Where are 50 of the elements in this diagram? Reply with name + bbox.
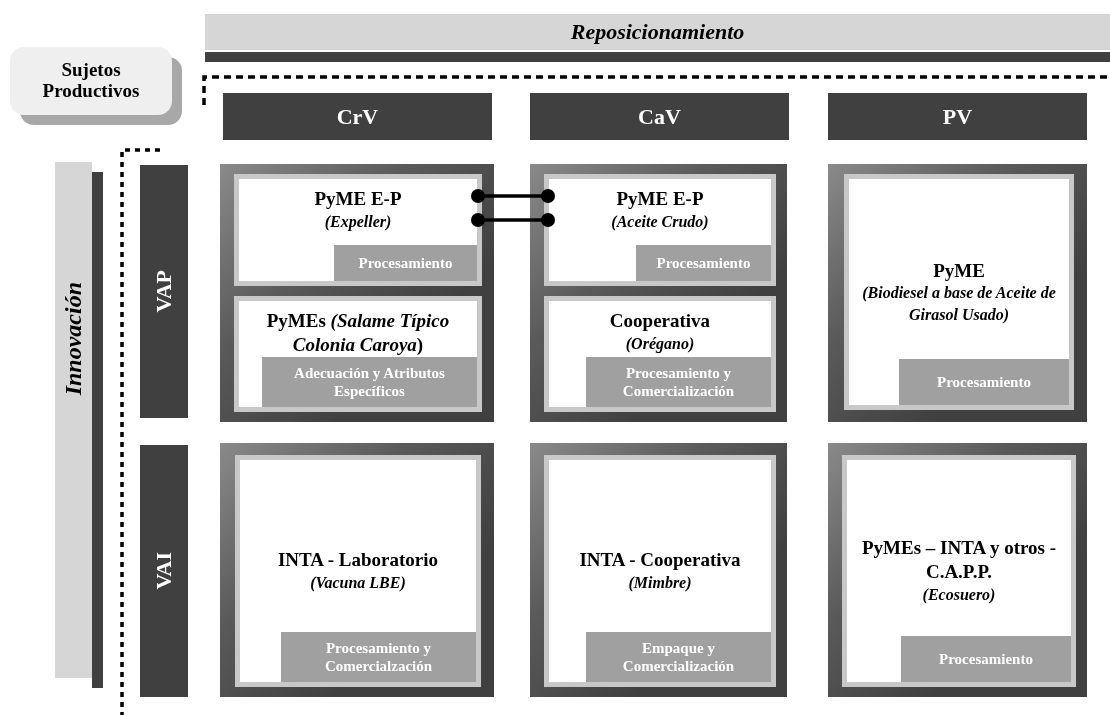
subtitle-text: (Aceite Crudo)	[611, 211, 709, 233]
category-tag: Procesamiento y Comercialización	[586, 357, 771, 407]
heading-text: PyME E-P	[314, 187, 402, 211]
category-tag: Empaque y Comercialización	[586, 632, 771, 682]
content-box	[844, 174, 1074, 410]
cell-panel	[530, 443, 787, 697]
content-box	[234, 296, 482, 412]
connector-line	[471, 189, 555, 203]
content-box	[234, 174, 482, 286]
column-header: PV	[828, 93, 1087, 140]
cell-panel	[828, 164, 1087, 422]
category-tag: Adecuación y Atributos Específicos	[262, 357, 477, 407]
row-header	[140, 445, 188, 697]
connector-line	[471, 213, 555, 227]
row-header	[140, 165, 188, 418]
cell-panel	[220, 443, 494, 697]
cell-panel	[828, 443, 1087, 697]
subtitle-text: (Biodiesel a base de Aceite de Girasol Usado)	[861, 283, 1057, 326]
heading-band: Reposicionamiento	[205, 14, 1110, 50]
cell-panel	[530, 164, 787, 422]
row-label: VAP	[151, 270, 177, 313]
heading-text: Cooperativa	[609, 309, 711, 333]
content-box	[235, 455, 481, 687]
subtitle-text: (Expeller)	[324, 211, 392, 233]
column-header: CaV	[530, 93, 789, 140]
cell-panel	[220, 164, 494, 422]
side-band	[55, 162, 92, 678]
heading-text: PyME E-P	[616, 187, 704, 211]
subtitle-text: (Mimbre)	[628, 573, 692, 594]
category-tag: Procesamiento	[899, 359, 1069, 405]
column-header: CrV	[223, 93, 492, 140]
content-box	[544, 296, 776, 412]
subtitle-text: (Ecosuero)	[922, 584, 996, 605]
subtitle-text: (Vacuna LBE)	[310, 573, 406, 594]
content-box	[544, 455, 776, 687]
heading-text: PyMEs – INTA y otros - C.A.P.P.	[860, 536, 1057, 584]
rounded-label-box: Sujetos Productivos	[10, 47, 172, 115]
content-box	[842, 455, 1076, 687]
category-tag: Procesamiento	[334, 245, 477, 281]
band-label: Innovación	[60, 282, 87, 396]
category-tag: Procesamiento	[901, 636, 1071, 682]
category-tag: Procesamiento y Comercialzación	[281, 632, 476, 682]
content-box	[544, 174, 776, 286]
heading-text: PyMEs (Salame Típico Colonia Caroya)	[265, 309, 451, 357]
heading-text: INTA - Cooperativa	[579, 548, 741, 573]
row-label: VAI	[151, 552, 177, 590]
heading-text: INTA - Laboratorio	[277, 548, 439, 573]
category-tag: Procesamiento	[636, 245, 771, 281]
subtitle-text: (Orégano)	[625, 333, 695, 355]
heading-text: PyME	[933, 258, 985, 283]
